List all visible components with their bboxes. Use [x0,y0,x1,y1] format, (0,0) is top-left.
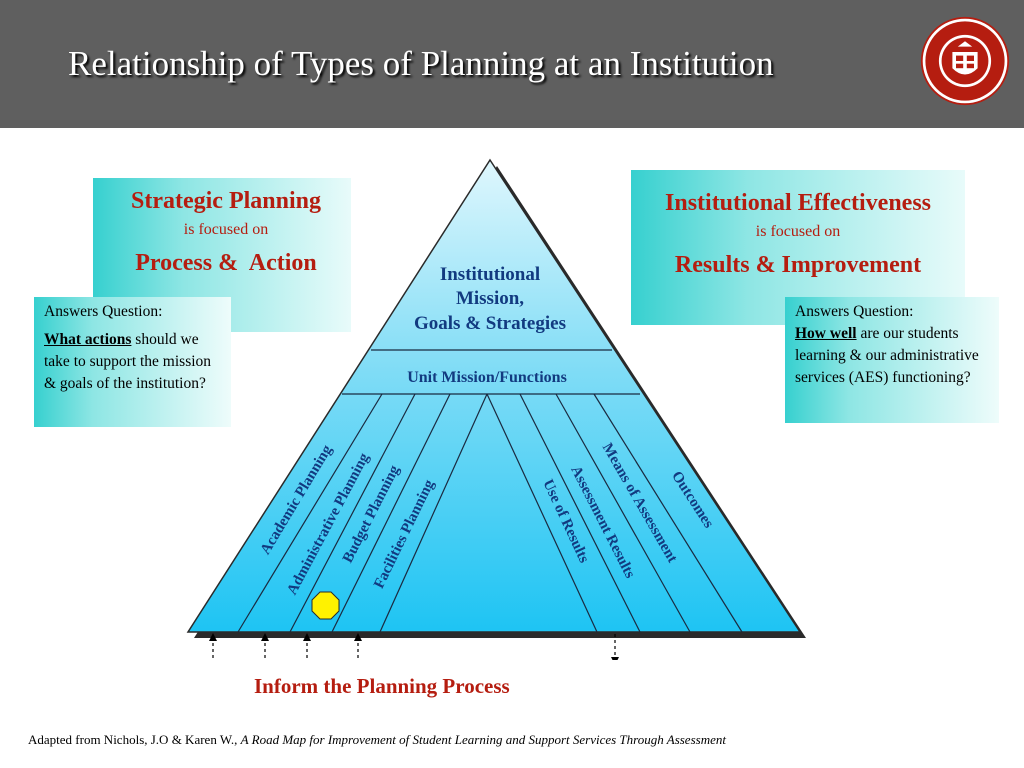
strip-line [593,393,743,633]
pyramid-middle-label: Unit Mission/Functions [407,369,567,386]
strip-line [289,393,416,633]
arrow-up-head [209,633,217,641]
effectiveness-question-rest: are our students learning & our administ… [795,325,979,386]
strategic-planning-heading: Strategic Planning [131,188,321,214]
citation-title: A Road Map for Improvement of Student Le… [240,732,726,747]
pyramid-top-line-1: Institutional [440,264,540,285]
pyramid-top-line-2: Mission, [456,288,524,309]
inform-planning-label: Inform the Planning Process [254,674,510,698]
pyramid-body [186,158,802,633]
effectiveness-focus-text: is focused on [755,223,841,240]
source-citation: Adapted from Nichols, J.O & Karen W., A … [28,732,726,748]
effectiveness-question-heading: Answers Question: [795,303,914,320]
pyramid-top-line-3: Goals & Strategies [414,313,566,334]
arrow-up-head [303,633,311,641]
slide-title: Relationship of Types of Planning at an … [68,44,774,83]
strip-line [486,393,598,633]
strategic-question-text: What actions should we take to support t… [44,329,221,395]
strategic-question-heading: Answers Question: [44,303,163,320]
strip-line [331,393,451,633]
strategic-question-box: Answers Question: What actions should we… [34,297,231,427]
arrow-up-head [261,633,269,641]
effectiveness-question-text: How well are our students learning & our… [795,323,989,389]
institutional-effectiveness-heading: Institutional Effectiveness [665,190,931,216]
strip-line [555,393,691,633]
arrow-down-head [611,657,619,660]
effectiveness-question-box: Answers Question: How well are our stude… [785,297,999,423]
citation-prefix: Adapted from Nichols, J.O & Karen W., [28,732,241,747]
strategic-focus-text: is focused on [183,221,269,238]
strip-line [519,393,641,633]
planning-pyramid: Institutional Mission, Goals & Strategie… [186,158,806,660]
strategic-focus-body: Process & Action [135,250,317,276]
effectiveness-question-emphasis: How well [795,325,857,342]
header-bar: Relationship of Types of Planning at an … [0,0,1024,128]
arrow-up-head [354,633,362,641]
ttuhsc-seal-icon [920,16,1010,106]
strip-line [379,393,488,633]
strategic-question-rest: should we take to support the mission & … [44,331,212,392]
strategic-question-emphasis: What actions [44,331,132,348]
octagon-marker [311,591,340,620]
strip-line [237,393,383,633]
effectiveness-focus-body: Results & Improvement [674,252,922,278]
